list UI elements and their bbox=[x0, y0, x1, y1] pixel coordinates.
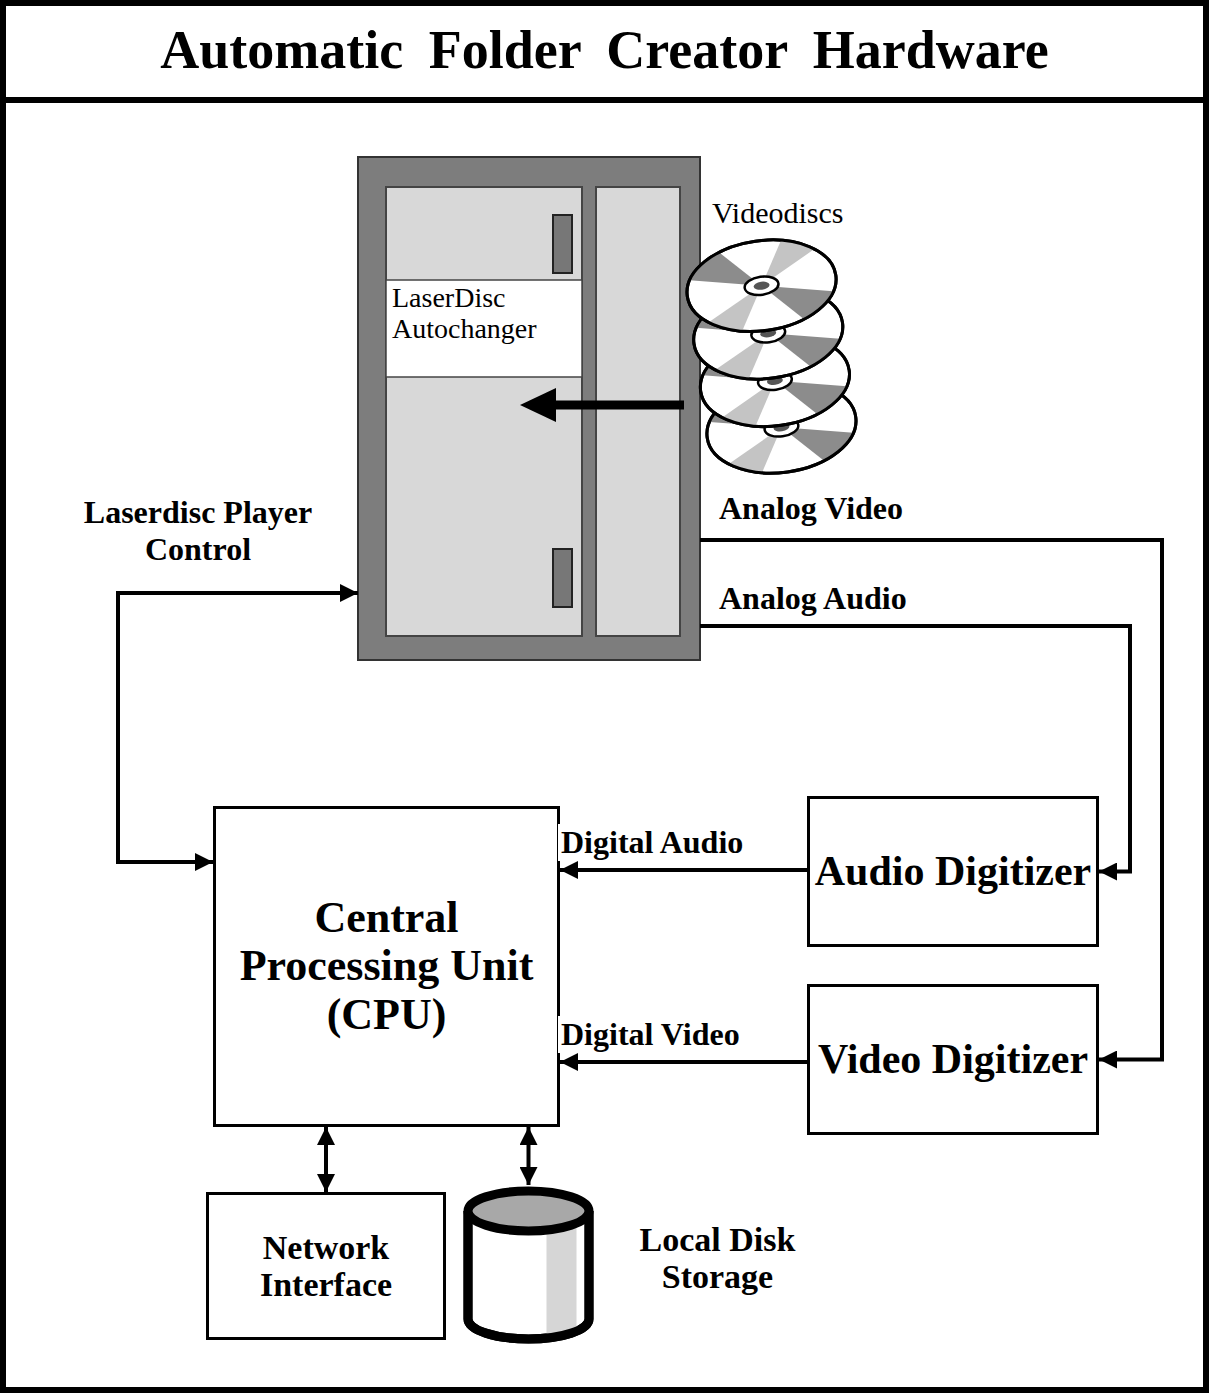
node-label: Video Digitizer bbox=[818, 1036, 1088, 1082]
signal-label: Analog Audio bbox=[716, 580, 910, 617]
node-label: Local Disk Storage bbox=[610, 1221, 825, 1296]
page-frame bbox=[3, 3, 1206, 1390]
signal-label: Laserdisc Player Control bbox=[40, 494, 356, 568]
cylinder-outline bbox=[460, 1185, 597, 1345]
loading-arrow bbox=[520, 388, 684, 422]
signal-label: Digital Video bbox=[558, 1016, 743, 1053]
signal-label: Digital Audio bbox=[558, 824, 746, 861]
illustration-label: Videodiscs bbox=[712, 196, 844, 229]
connector bbox=[324, 1127, 328, 1192]
digitizer-box: Video Digitizer bbox=[807, 984, 1099, 1135]
connector bbox=[700, 540, 1162, 1060]
node-label: Network Interface bbox=[209, 1229, 443, 1304]
connector bbox=[560, 1060, 807, 1064]
connector bbox=[527, 1127, 531, 1185]
interface-box: Network Interface bbox=[206, 1192, 446, 1340]
connector bbox=[560, 868, 807, 872]
cpu-box: Central Processing Unit (CPU) bbox=[213, 806, 560, 1127]
disk-cylinder: Local Disk Storage bbox=[460, 1185, 597, 1345]
node-label: Audio Digitizer bbox=[815, 848, 1091, 894]
title-rule bbox=[0, 97, 1209, 103]
signal-label: Analog Video bbox=[716, 490, 906, 527]
autochanger-cabinet bbox=[358, 157, 700, 660]
digitizer-box: Audio Digitizer bbox=[807, 796, 1099, 947]
node-label: Central Processing Unit (CPU) bbox=[216, 894, 557, 1039]
videodisc-stack bbox=[681, 231, 862, 483]
autochanger-unit: LaserDisc Autochanger bbox=[358, 157, 700, 660]
node-label: LaserDisc Autochanger bbox=[392, 283, 577, 345]
diagram-title: Automatic Folder Creator Hardware bbox=[0, 0, 1209, 100]
